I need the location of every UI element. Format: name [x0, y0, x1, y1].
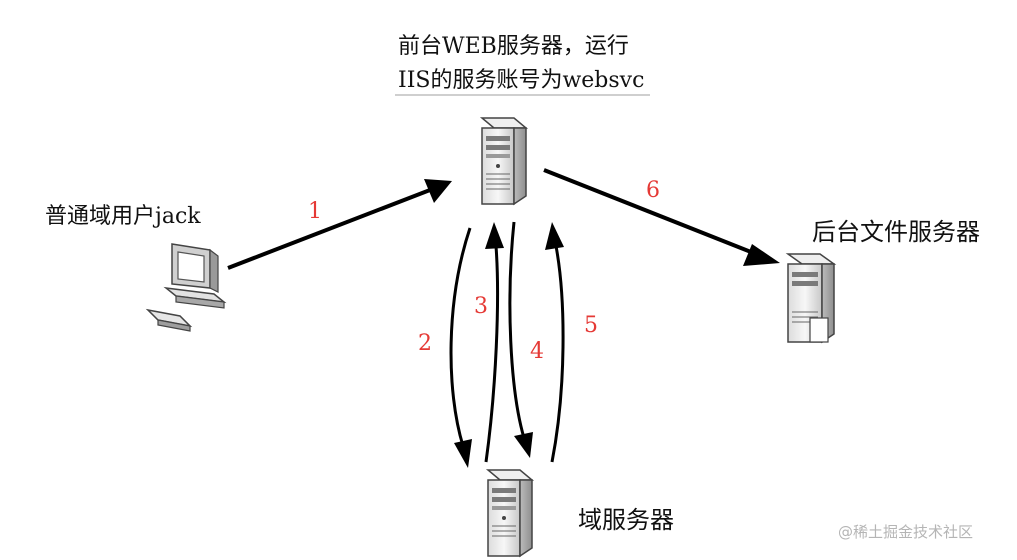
step-number-1: 1: [308, 199, 322, 224]
web-server-label-line1: 前台WEB服务器，运行: [398, 34, 629, 59]
step-number-2: 2: [418, 331, 432, 356]
arrow-step-3: [484, 222, 504, 463]
domain-server-label: 域服务器: [578, 506, 674, 534]
arrow-step-5: [545, 222, 565, 463]
file-server-icon: [785, 253, 837, 344]
arrow-step-1: [227, 179, 452, 270]
step-number-4: 4: [530, 339, 544, 364]
user-label: 普通域用户jack: [45, 204, 201, 229]
arrow-step-2: [449, 227, 472, 468]
watermark: @稀土掘金技术社区: [838, 523, 974, 541]
arrow-step-4: [508, 221, 533, 458]
step-number-3: 3: [474, 294, 488, 319]
step-number-5: 5: [584, 313, 598, 338]
arrow-step-6: [543, 168, 780, 266]
domain-server-icon: [485, 469, 535, 558]
web-server-label-line2: IIS的服务账号为websvc: [398, 68, 645, 93]
file-server-label: 后台文件服务器: [812, 218, 980, 246]
web-server-icon: [479, 117, 529, 206]
client-computer-icon: [145, 243, 227, 332]
step-number-6: 6: [646, 178, 660, 203]
